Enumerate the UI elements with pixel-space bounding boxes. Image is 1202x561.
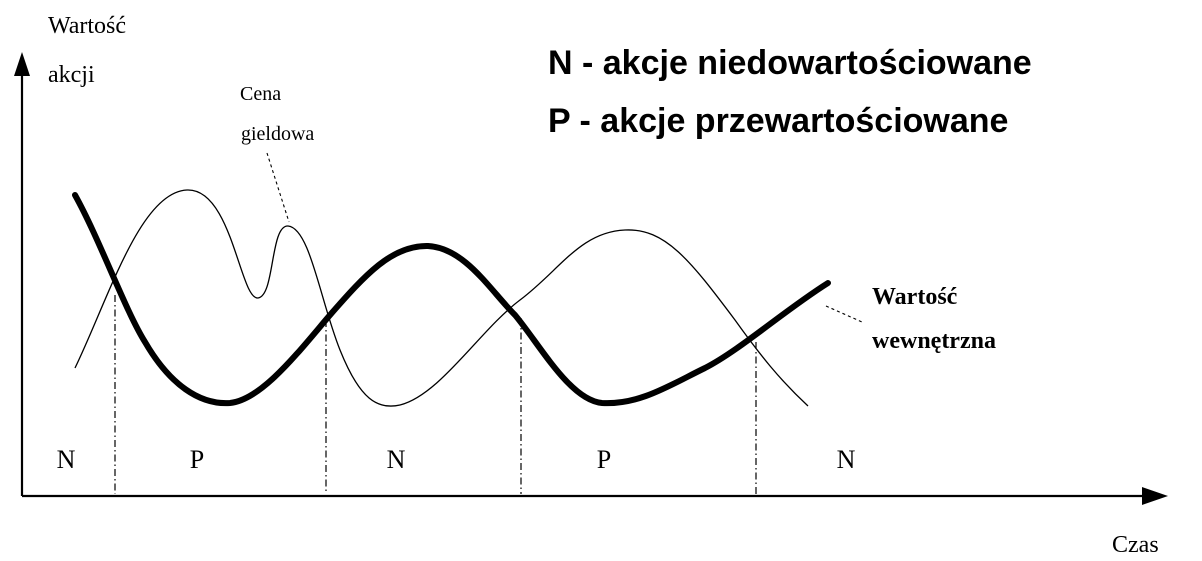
- zone-label: N: [57, 445, 76, 474]
- intrinsic-value-curve: [72, 192, 831, 407]
- intrinsic-value-leader: [825, 305, 863, 323]
- market-price-leader: [266, 152, 290, 223]
- intrinsic-value-label-line2: wewnętrzna: [872, 328, 996, 354]
- x-axis-arrow: [1142, 487, 1168, 505]
- x-axis-label: Czas: [1112, 532, 1159, 558]
- y-axis-label-line1: Wartość: [48, 13, 126, 39]
- intrinsic-value-label-line1: Wartość: [872, 284, 958, 310]
- legend-line-undervalued: N - akcje niedowartościowane: [548, 44, 1032, 82]
- axes: [14, 52, 1168, 505]
- crossing-markers: [114, 295, 757, 494]
- zone-label: N: [837, 445, 856, 474]
- zone-label: P: [190, 445, 204, 474]
- zone-label: N: [387, 445, 406, 474]
- y-axis-label-line2: akcji: [48, 62, 95, 88]
- market-price-label-line2: gieldowa: [241, 123, 314, 145]
- market-price-label-line1: Cena: [240, 83, 281, 105]
- market-price-curve: [74, 189, 809, 407]
- legend-line-overvalued: P - akcje przewartościowane: [548, 102, 1008, 140]
- zone-label: P: [597, 445, 611, 474]
- y-axis-arrow: [14, 52, 30, 76]
